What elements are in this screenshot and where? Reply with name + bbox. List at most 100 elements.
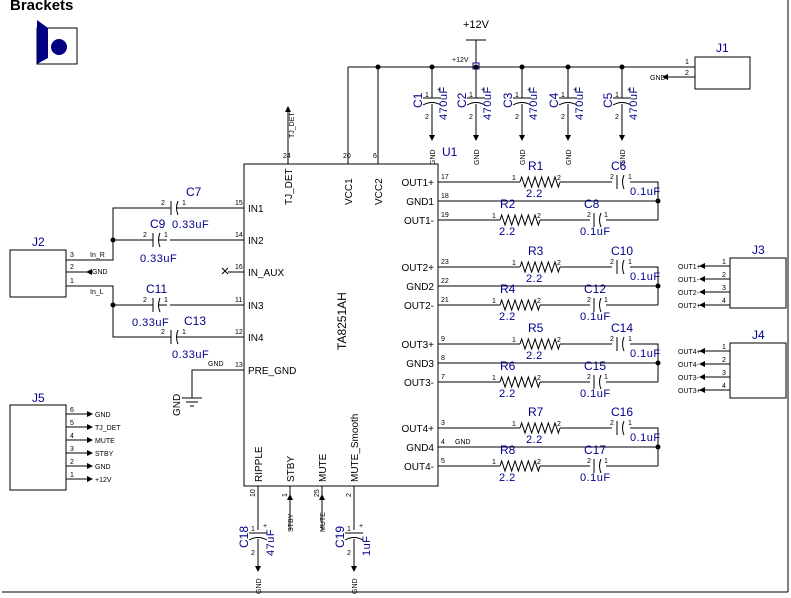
j2-gnd-net: GND xyxy=(92,269,108,276)
pin-number: 14 xyxy=(235,232,243,239)
cap-ref: C10 xyxy=(611,244,633,258)
c-pin: 1 xyxy=(604,374,608,381)
conn-net-label: OUT2+ xyxy=(678,303,701,310)
pin-number: 21 xyxy=(441,297,449,304)
cap-pin2: 2 xyxy=(425,114,429,121)
tj-det-arrow: TJ_DET xyxy=(285,106,296,160)
conn-pin-number: 4 xyxy=(722,383,726,390)
cap-value: 0.1uF xyxy=(580,311,611,323)
j5-net-label: TJ_DET xyxy=(95,425,121,432)
cap-ref: C17 xyxy=(584,443,606,457)
pin-name-pre_gnd: PRE_GND xyxy=(248,366,296,377)
conn-pin-arrow xyxy=(699,348,705,354)
cap-plate-curved xyxy=(158,232,161,248)
j5-net-label: +12V xyxy=(95,477,112,484)
j5-pin-arrow xyxy=(87,463,93,469)
cap-pin1: 1 xyxy=(615,92,619,99)
cap-plate-curved xyxy=(176,329,179,345)
cap-pin1: 1 xyxy=(251,526,255,533)
pin-number: 12 xyxy=(235,329,243,336)
conn-pin-number: 4 xyxy=(722,298,726,305)
conn-pin-number: 2 xyxy=(722,272,726,279)
c-pin: 2 xyxy=(610,420,614,427)
j3-ref: J3 xyxy=(752,243,765,257)
cap-plate-curved xyxy=(599,297,602,313)
pre-gnd-symbol: GND GND xyxy=(172,361,244,416)
conn-net-label: OUT4- xyxy=(678,362,700,369)
resistor-zigzag xyxy=(519,421,561,435)
pin-number: 20 xyxy=(343,153,351,160)
pin-number: 25 xyxy=(314,489,321,497)
cap-pin: 2 xyxy=(143,297,147,304)
polarity-mark: + xyxy=(263,523,267,530)
gnd-arrow xyxy=(619,135,625,141)
resistor-value: 2.2 xyxy=(526,434,543,446)
pin-name-out1-: OUT1- xyxy=(404,216,434,227)
r-pin: 1 xyxy=(492,459,496,466)
gnd-arrow xyxy=(565,135,571,141)
j5-pin-number: 5 xyxy=(70,420,74,427)
vcc-port-label: +12V xyxy=(463,19,490,31)
pin-name-vcc1: VCC1 xyxy=(344,178,355,205)
j5-pin-arrow xyxy=(87,411,93,417)
gnd-arrow xyxy=(351,566,357,572)
conn-net-label: OUT3+ xyxy=(678,388,701,395)
vcc-rail xyxy=(347,66,688,160)
pin-name-tj_det: TJ_DET xyxy=(284,168,295,205)
cap-value: 0.1uF xyxy=(630,271,661,283)
j2-in-l-net: In_L xyxy=(90,289,104,296)
j5-pin-arrow xyxy=(87,450,93,456)
pin-name-mute: MUTE xyxy=(318,453,329,482)
svg-text:2: 2 xyxy=(70,264,74,271)
gnd-arrow xyxy=(255,566,261,572)
pin-number: 17 xyxy=(441,174,449,181)
conn-pin-arrow xyxy=(699,263,705,269)
resistor-zigzag xyxy=(499,459,541,473)
cap-value: 0.33uF xyxy=(132,317,169,329)
ic-u1-ta8251ah: U1 TA8251AH 15IN114IN216IN_AUX11IN312IN4… xyxy=(228,145,470,532)
resistor-value: 2.2 xyxy=(526,273,543,285)
pin-name-out4-: OUT4- xyxy=(404,462,434,473)
cap-value: 0.1uF xyxy=(580,226,611,238)
gnd-net-label: GND xyxy=(256,578,263,594)
j5-net-label: GND xyxy=(95,412,111,419)
j5-pin-number: 6 xyxy=(70,407,74,414)
vcc-12v-port: +12V +12V xyxy=(452,19,490,70)
c-pin: 2 xyxy=(587,458,591,465)
pin-number: 5 xyxy=(441,458,445,465)
pin-number: 8 xyxy=(441,355,445,362)
gnd-arrow xyxy=(429,135,435,141)
cap-pin1: 1 xyxy=(347,526,351,533)
pin-name-gnd4: GND4 xyxy=(406,443,434,454)
c-pin: 1 xyxy=(604,212,608,219)
cap-value: 0.33uF xyxy=(172,349,209,361)
r-pin: 2 xyxy=(537,213,541,220)
r-pin: 1 xyxy=(512,260,516,267)
pin-number: 19 xyxy=(441,212,449,219)
resistor-ref: R4 xyxy=(500,282,516,296)
r-pin: 1 xyxy=(512,175,516,182)
resistor-value: 2.2 xyxy=(526,350,543,362)
j5-ref: J5 xyxy=(32,391,45,405)
gnd-arrow xyxy=(519,135,525,141)
c-pin: 1 xyxy=(604,458,608,465)
cap-ref: C8 xyxy=(584,197,600,211)
j4-ref: J4 xyxy=(752,328,765,342)
conn-pin-number: 1 xyxy=(722,259,726,266)
resistor-zigzag xyxy=(499,213,541,227)
resistor-ref: R1 xyxy=(528,159,544,173)
junction-dot xyxy=(655,198,661,204)
polarity-mark: + xyxy=(437,87,441,94)
resistor-ref: R7 xyxy=(528,405,544,419)
